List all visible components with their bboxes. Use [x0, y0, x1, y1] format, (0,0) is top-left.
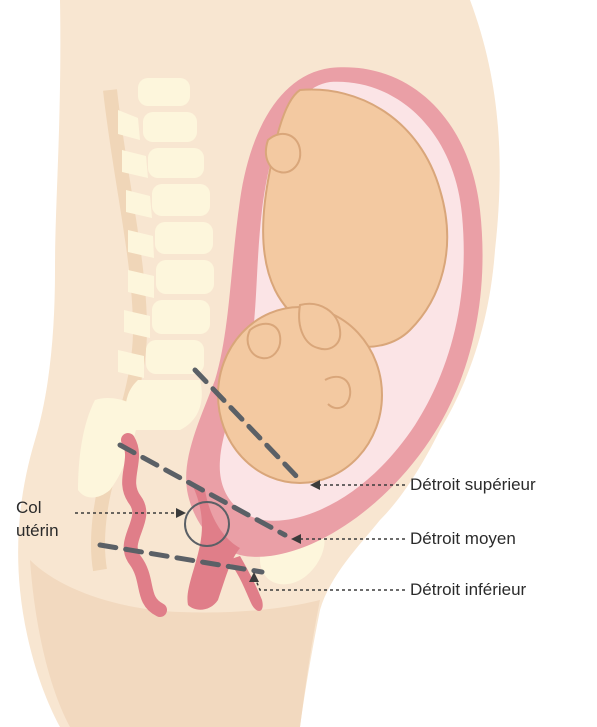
label-detroit-inferieur: Détroit inférieur [410, 580, 526, 600]
label-col-uterin-line1: Col [16, 498, 42, 518]
label-detroit-moyen: Détroit moyen [410, 529, 516, 549]
label-detroit-superieur: Détroit supérieur [410, 475, 536, 495]
label-col-uterin-line2: utérin [16, 521, 59, 541]
